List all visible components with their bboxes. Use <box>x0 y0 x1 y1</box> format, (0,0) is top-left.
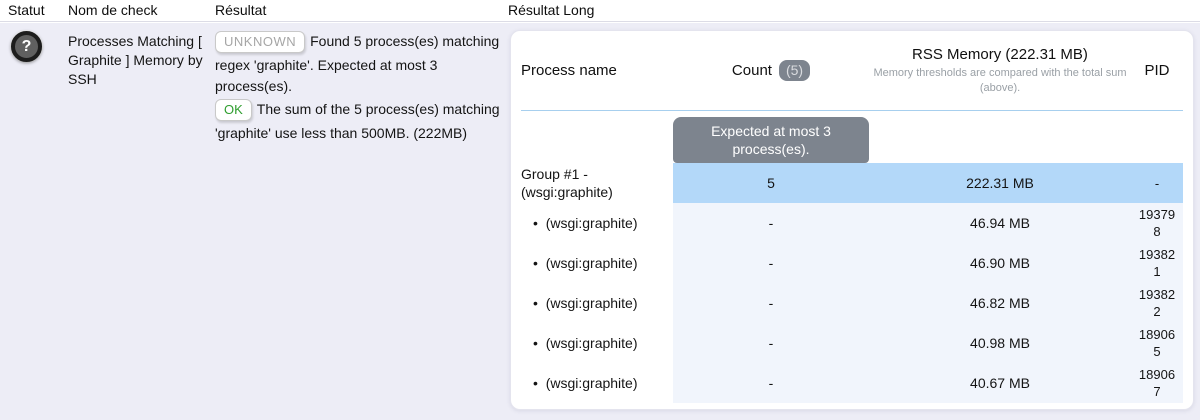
tooltip-row: Expected at most 3 process(es). <box>521 111 1183 163</box>
check-row: ? Processes Matching [ Graphite ] Memory… <box>0 23 1200 420</box>
column-header-resultat-long: Résultat Long <box>508 2 595 18</box>
process-name-cell: (wsgi:graphite) <box>521 243 673 283</box>
header-rss-memory: RSS Memory (222.31 MB) Memory thresholds… <box>869 46 1131 96</box>
rss-title: RSS Memory (222.31 MB) <box>912 45 1088 63</box>
process-pid: 193822 <box>1131 283 1183 323</box>
header-count: Count (5) <box>673 60 869 81</box>
unknown-status-icon[interactable]: ? <box>11 31 42 62</box>
process-name: (wsgi:graphite) <box>533 254 638 272</box>
process-count: - <box>673 243 869 283</box>
process-name: (wsgi:graphite) <box>533 294 638 312</box>
check-name: Processes Matching [ Graphite ] Memory b… <box>68 33 203 87</box>
process-name-cell: (wsgi:graphite) <box>521 363 673 403</box>
process-name-cell: (wsgi:graphite) <box>521 283 673 323</box>
process-name: (wsgi:graphite) <box>533 374 638 392</box>
ok-result-text: The sum of the 5 process(es) matching 'g… <box>215 101 500 141</box>
process-rss: 46.90 MB <box>869 243 1131 283</box>
process-count: - <box>673 323 869 363</box>
process-row[interactable]: (wsgi:graphite) - 46.90 MB 193821 <box>521 243 1183 283</box>
process-name-cell: (wsgi:graphite) <box>521 203 673 243</box>
column-header-nom-de-check: Nom de check <box>68 2 158 18</box>
process-row[interactable]: (wsgi:graphite) - 46.82 MB 193822 <box>521 283 1183 323</box>
count-label: Count <box>731 62 772 79</box>
table-body-rows: (wsgi:graphite) - 46.94 MB 193798 (wsgi:… <box>521 203 1183 403</box>
rss-subtitle: Memory thresholds are compared with the … <box>873 66 1127 94</box>
process-name: (wsgi:graphite) <box>533 214 638 232</box>
process-count: - <box>673 363 869 403</box>
process-rss: 40.98 MB <box>869 323 1131 363</box>
header-pid: PID <box>1144 62 1170 79</box>
question-mark-glyph: ? <box>21 37 32 55</box>
unknown-result-text: Found 5 process(es) matching regex 'grap… <box>215 33 500 94</box>
process-row[interactable]: (wsgi:graphite) - 40.98 MB 189065 <box>521 323 1183 363</box>
process-name: (wsgi:graphite) <box>533 334 638 352</box>
process-pid: 193798 <box>1131 203 1183 243</box>
process-pid: 189065 <box>1131 323 1183 363</box>
process-row[interactable]: (wsgi:graphite) - 40.67 MB 189067 <box>521 363 1183 403</box>
count-value-badge[interactable]: (5) <box>778 60 811 81</box>
process-rss: 40.67 MB <box>869 363 1131 403</box>
header-process-name: Process name <box>521 62 617 79</box>
process-table-header: Process name Count (5) RSS Memory (222.3… <box>521 31 1183 111</box>
count-threshold-tooltip: Expected at most 3 process(es). <box>673 117 869 163</box>
process-row[interactable]: (wsgi:graphite) - 46.94 MB 193798 <box>521 203 1183 243</box>
group-count: 5 <box>673 163 869 203</box>
table-header-row: Statut Nom de check Résultat Résultat Lo… <box>0 0 1200 22</box>
group-rss: 222.31 MB <box>869 163 1131 203</box>
group-summary-row[interactable]: Group #1 - (wsgi:graphite) 5 222.31 MB - <box>521 163 1183 203</box>
process-rss: 46.94 MB <box>869 203 1131 243</box>
ok-badge: OK <box>215 99 252 121</box>
process-pid: 193821 <box>1131 243 1183 283</box>
process-name-cell: (wsgi:graphite) <box>521 323 673 363</box>
process-count: - <box>673 283 869 323</box>
process-pid: 189067 <box>1131 363 1183 403</box>
process-rss: 46.82 MB <box>869 283 1131 323</box>
group-pid: - <box>1131 163 1183 203</box>
result-long-card: Process name Count (5) RSS Memory (222.3… <box>510 30 1194 410</box>
column-header-resultat: Résultat <box>215 2 267 18</box>
process-count: - <box>673 203 869 243</box>
column-header-statut: Statut <box>8 2 45 18</box>
unknown-badge: UNKNOWN <box>215 31 306 53</box>
group-name: Group #1 - (wsgi:graphite) <box>521 166 613 200</box>
